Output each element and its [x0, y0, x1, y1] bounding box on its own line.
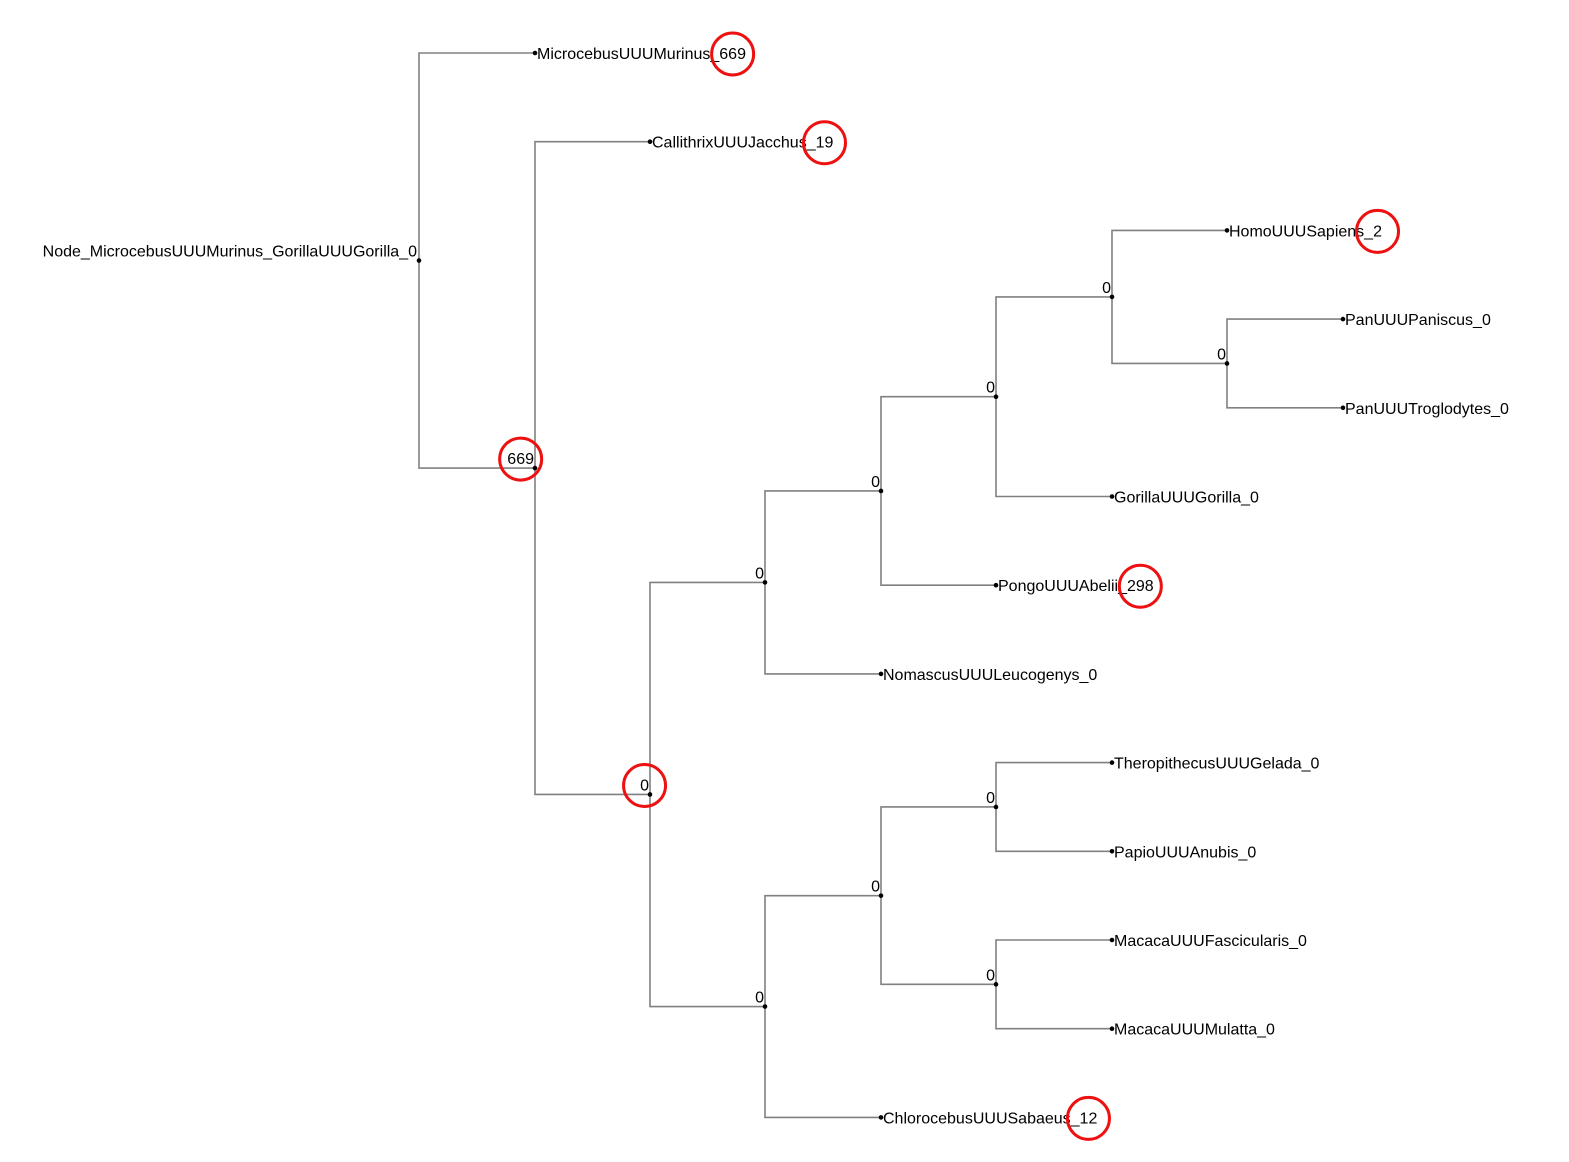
node-dot: [878, 1115, 884, 1120]
tree-labels: Node_MicrocebusUUUMurinus_GorillaUUUGori…: [43, 46, 1509, 1127]
tree-branch: [995, 296, 1112, 397]
node-label-n-homininae: 0: [986, 380, 995, 397]
tree-branch: [534, 468, 650, 796]
node-label-n-hominini: 0: [1102, 280, 1111, 297]
highlight-circle: [622, 762, 668, 808]
tree-branch: [880, 806, 996, 896]
tree-branch: [1226, 318, 1343, 364]
tree-branch: [418, 52, 535, 261]
tree-branch: [534, 140, 650, 469]
tree-branch: [995, 939, 1112, 985]
tree-branch: [995, 806, 1112, 853]
node-dot: [647, 139, 653, 144]
highlight-circle: [1117, 563, 1163, 609]
tree-branch: [995, 396, 1112, 498]
node-label-n-hominoidea: 0: [755, 565, 764, 582]
node-dot: [1224, 361, 1230, 366]
node-label-n-macaca: 0: [986, 967, 995, 984]
tree-branch: [764, 582, 881, 675]
node-dot: [762, 1004, 768, 1009]
tree-branches: [418, 52, 1343, 1119]
node-dot: [1224, 228, 1230, 233]
leaf-label-theropithecus: TheropithecusUUUGelada_0: [1114, 756, 1320, 773]
node-dot: [1109, 849, 1115, 854]
tree-branch: [995, 984, 1112, 1030]
leaf-label-microcebus: MicrocebusUUUMurinus_669: [537, 46, 746, 63]
leaf-label-gorilla: GorillaUUUGorilla_0: [1114, 490, 1259, 507]
tree-branch: [649, 581, 765, 795]
tree-branch: [880, 490, 996, 586]
leaf-label-pan-paniscus: PanUUUPaniscus_0: [1345, 312, 1491, 329]
node-dot: [532, 465, 538, 471]
node-dot: [416, 258, 422, 263]
node-label-n-hominidae: 0: [871, 474, 880, 491]
node-dot: [993, 582, 999, 588]
tree-branch: [764, 1006, 881, 1119]
tree-branch: [1226, 363, 1343, 409]
highlight-circle: [710, 31, 756, 77]
node-dot: [993, 804, 999, 810]
node-label-n-cercopithecidae: 0: [755, 990, 764, 1007]
leaf-label-homo: HomoUUUSapiens_2: [1229, 223, 1382, 240]
leaf-label-macaca-fascicularis: MacacaUUUFascicularis_0: [1114, 933, 1307, 950]
node-dot: [1109, 937, 1115, 943]
node-dot: [993, 982, 999, 987]
root-node-label: Node_MicrocebusUUUMurinus_GorillaUUUGori…: [43, 244, 417, 261]
leaf-label-chlorocebus: ChlorocebusUUUSabaeus_12: [883, 1110, 1097, 1127]
node-label-n-thero-papio: 0: [986, 790, 995, 807]
node-dot: [762, 580, 768, 585]
node-dot: [1109, 760, 1115, 765]
tree-branch: [880, 895, 996, 986]
leaf-label-nomascus: NomascusUUULeucogenys_0: [883, 667, 1097, 684]
node-dot: [1109, 494, 1115, 499]
leaf-label-papio: PapioUUUAnubis_0: [1114, 844, 1256, 861]
tree-branch: [418, 260, 535, 469]
highlight-circle: [498, 436, 544, 482]
node-dot: [878, 893, 884, 898]
tree-branch: [1111, 229, 1227, 297]
node-label-n-catarrhini: 0: [640, 777, 649, 794]
node-label-n-simiiformes: 669: [507, 451, 534, 468]
node-dot: [647, 792, 653, 797]
tree-branch: [995, 761, 1112, 807]
node-dot: [532, 50, 538, 56]
tree-branch: [880, 395, 996, 491]
tree-node-dots: [416, 50, 1346, 1120]
tree-branch: [649, 794, 765, 1008]
highlight-circle: [802, 120, 847, 166]
highlight-circle: [1355, 208, 1401, 254]
node-dot: [1340, 405, 1346, 411]
node-label-n-pan: 0: [1217, 346, 1226, 363]
node-dot: [1109, 1026, 1115, 1031]
highlight-circles: [498, 31, 1401, 1141]
leaf-label-macaca-mulatta: MacacaUUUMulatta_0: [1114, 1022, 1275, 1039]
leaf-label-callithrix: CallithrixUUUJacchus_19: [652, 135, 834, 152]
tree-branch: [764, 490, 881, 583]
leaf-label-pongo: PongoUUUAbelii_298: [998, 578, 1154, 595]
tree-branch: [764, 894, 881, 1007]
node-dot: [1109, 294, 1115, 300]
node-label-n-papionini: 0: [871, 879, 880, 896]
node-dot: [878, 488, 884, 494]
node-dot: [1340, 316, 1346, 322]
node-dot: [993, 394, 999, 400]
leaf-label-pan-troglodytes: PanUUUTroglodytes_0: [1345, 401, 1509, 418]
tree-branch: [1111, 296, 1227, 365]
highlight-circle: [1065, 1095, 1111, 1141]
node-dot: [878, 671, 884, 677]
